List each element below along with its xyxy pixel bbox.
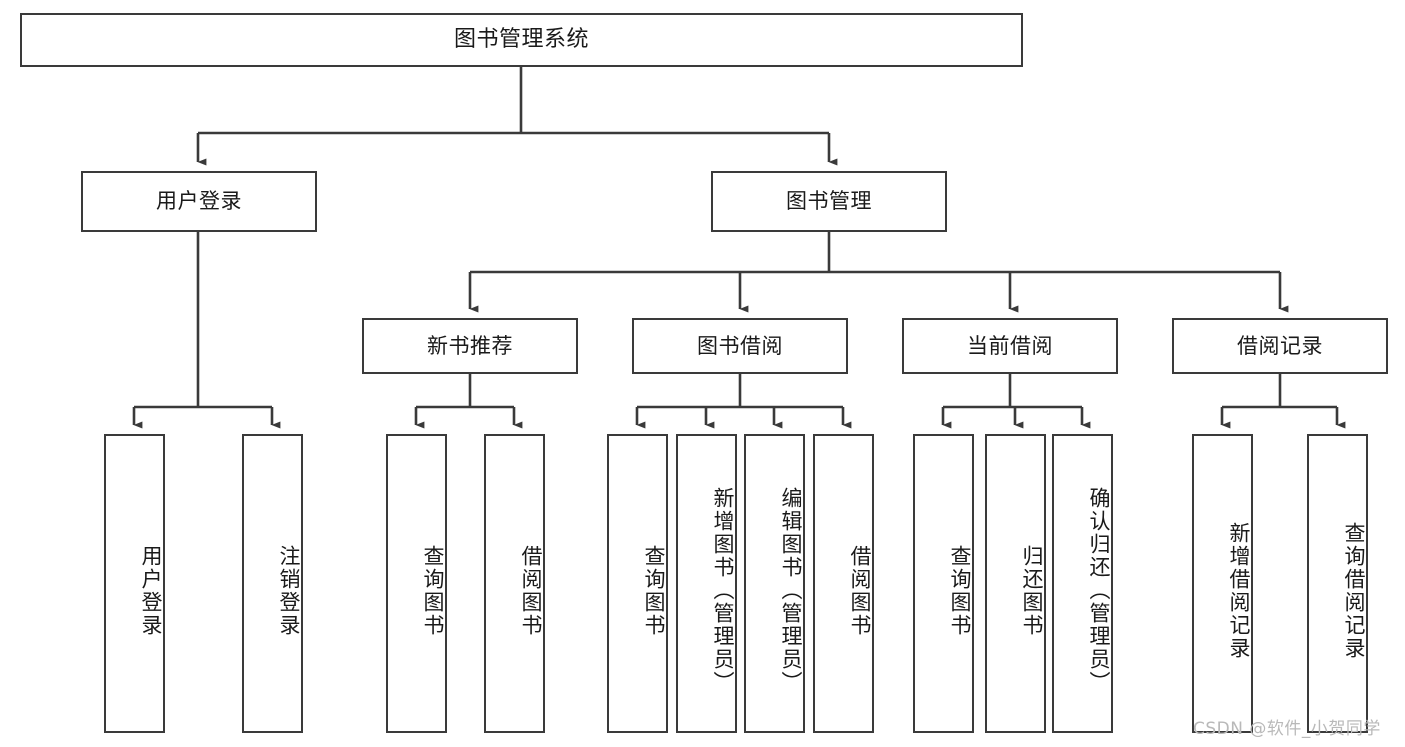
node-leaf-user-login-label: 用户登录 — [139, 544, 163, 637]
node-leaf-query-book-b[interactable]: 查询图书 — [607, 434, 668, 733]
node-leaf-query-book-a-label: 查询图书 — [421, 544, 445, 637]
node-new-book-recommend-label: 新书推荐 — [427, 333, 513, 358]
node-leaf-edit-book-label: 编辑图书（管理员） — [779, 487, 803, 694]
node-root[interactable]: 图书管理系统 — [20, 13, 1023, 67]
node-leaf-add-record[interactable]: 新增借阅记录 — [1192, 434, 1253, 733]
node-book-manage[interactable]: 图书管理 — [711, 171, 947, 232]
node-borrow-record-label: 借阅记录 — [1237, 333, 1323, 358]
node-user-login-label: 用户登录 — [156, 189, 242, 214]
node-user-login[interactable]: 用户登录 — [81, 171, 317, 232]
node-leaf-borrow-book-a-label: 借阅图书 — [519, 544, 543, 637]
node-leaf-query-record-label: 查询借阅记录 — [1342, 521, 1366, 660]
node-leaf-query-book-b-label: 查询图书 — [642, 544, 666, 637]
node-leaf-user-logout[interactable]: 注销登录 — [242, 434, 303, 733]
node-leaf-query-book-a[interactable]: 查询图书 — [386, 434, 447, 733]
node-leaf-query-book-c[interactable]: 查询图书 — [913, 434, 974, 733]
node-root-label: 图书管理系统 — [453, 27, 589, 53]
node-leaf-borrow-book-a[interactable]: 借阅图书 — [484, 434, 545, 733]
node-current-borrow-label: 当前借阅 — [967, 333, 1053, 358]
node-borrow-record[interactable]: 借阅记录 — [1172, 318, 1388, 374]
node-leaf-return-book-label: 归还图书 — [1020, 544, 1044, 637]
node-new-book-recommend[interactable]: 新书推荐 — [362, 318, 578, 374]
node-book-borrow-label: 图书借阅 — [697, 333, 783, 358]
node-leaf-query-book-c-label: 查询图书 — [948, 544, 972, 637]
node-leaf-edit-book[interactable]: 编辑图书（管理员） — [744, 434, 805, 733]
node-leaf-user-logout-label: 注销登录 — [277, 544, 301, 637]
node-leaf-add-record-label: 新增借阅记录 — [1227, 521, 1251, 660]
node-current-borrow[interactable]: 当前借阅 — [902, 318, 1118, 374]
node-leaf-query-record[interactable]: 查询借阅记录 — [1307, 434, 1368, 733]
node-leaf-confirm-return[interactable]: 确认归还（管理员） — [1052, 434, 1113, 733]
node-leaf-confirm-return-label: 确认归还（管理员） — [1087, 487, 1111, 694]
node-leaf-borrow-book-b-label: 借阅图书 — [848, 544, 872, 637]
csdn-watermark: CSDN @软件_小贺同学 — [1193, 719, 1381, 739]
node-book-manage-label: 图书管理 — [786, 189, 872, 214]
node-book-borrow[interactable]: 图书借阅 — [632, 318, 848, 374]
node-leaf-borrow-book-b[interactable]: 借阅图书 — [813, 434, 874, 733]
node-leaf-add-book[interactable]: 新增图书（管理员） — [676, 434, 737, 733]
node-leaf-add-book-label: 新增图书（管理员） — [711, 487, 735, 694]
node-leaf-user-login[interactable]: 用户登录 — [104, 434, 165, 733]
node-leaf-return-book[interactable]: 归还图书 — [985, 434, 1046, 733]
